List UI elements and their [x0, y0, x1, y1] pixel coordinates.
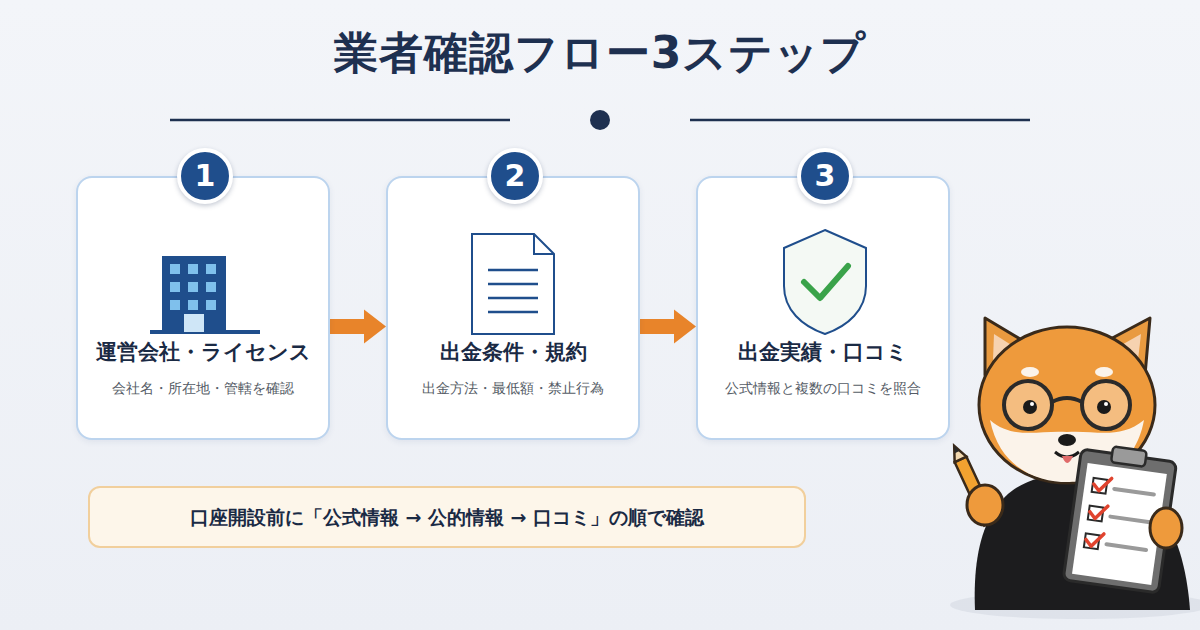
building-icon [78, 178, 332, 442]
document-icon [388, 178, 642, 442]
step-number-badge: 2 [487, 148, 543, 204]
step-number-badge: 1 [177, 148, 233, 204]
step-heading: 運営会社・ライセンス [96, 338, 311, 366]
shield-icon [698, 178, 952, 442]
arrow-head [674, 309, 696, 343]
step-number: 3 [815, 161, 836, 191]
step-number: 1 [195, 161, 216, 191]
arrow-shaft [640, 319, 674, 334]
step-card: 運営会社・ライセンス会社名・所在地・管轄を確認1 [76, 176, 330, 440]
flow-arrow [640, 309, 696, 343]
diagram-title: 業者確認フロー3ステップ [0, 24, 1200, 83]
step-detail: 会社名・所在地・管轄を確認 [112, 378, 294, 398]
step-card: 出金実績・口コミ公式情報と複数の口コミを照合3 [696, 176, 950, 440]
step-heading: 出金実績・口コミ [738, 338, 908, 366]
step-number: 2 [505, 161, 526, 191]
arrow-head [364, 309, 386, 343]
step-detail: 出金方法・最低額・禁止行為 [422, 378, 604, 398]
step-card: 出金条件・規約出金方法・最低額・禁止行為2 [386, 176, 640, 440]
step-number-badge: 3 [797, 148, 853, 204]
flow-arrow [330, 309, 386, 343]
arrow-shaft [330, 319, 364, 334]
step-detail: 公式情報と複数の口コミを照合 [725, 378, 921, 398]
step-heading: 出金条件・規約 [440, 338, 587, 366]
note-box: 口座開設前に「公式情報 → 公的情報 → 口コミ」の順で確認 [88, 486, 806, 548]
note-text: 口座開設前に「公式情報 → 公的情報 → 口コミ」の順で確認 [190, 504, 704, 530]
divider [170, 110, 1030, 130]
